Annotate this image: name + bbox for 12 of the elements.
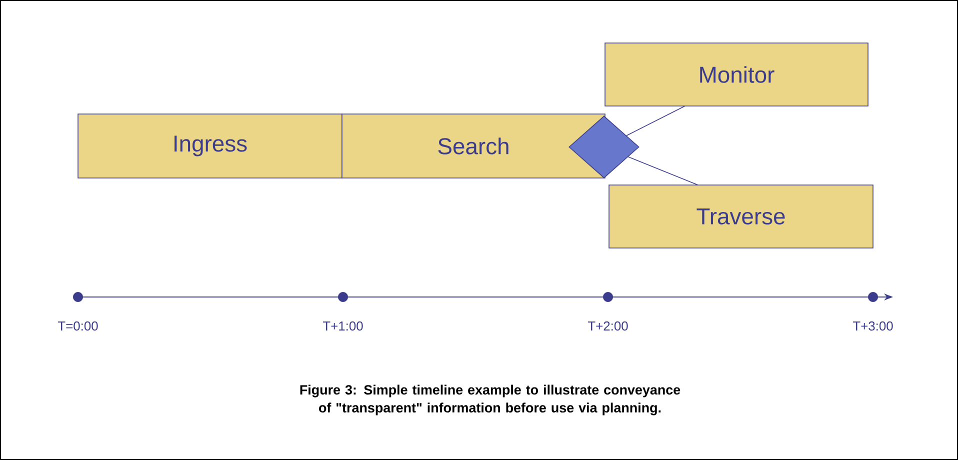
- time-label: T+3:00: [852, 321, 893, 331]
- figure-caption: Figure 3: Simple timeline example to illustrate conveyance of "transparent" information before use via planning.: [300, 384, 680, 416]
- process-box: Monitor: [604, 42, 868, 106]
- time-label: T+2:00: [588, 321, 628, 331]
- process-box: Ingress: [78, 114, 342, 178]
- time-label: T=0:00: [58, 321, 98, 331]
- decision-diamond: [568, 116, 640, 178]
- process-box: Search: [342, 114, 606, 178]
- time-label: T+1:00: [322, 321, 363, 331]
- connector-line: [626, 106, 686, 136]
- process-box: Traverse: [608, 184, 874, 248]
- connector-line: [628, 156, 698, 186]
